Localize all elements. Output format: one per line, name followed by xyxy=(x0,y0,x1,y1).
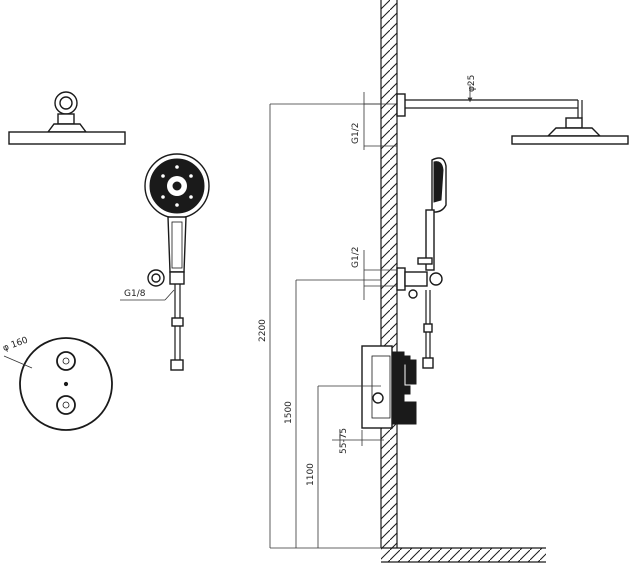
rain-shower-head-side xyxy=(511,117,629,145)
top-thread-text: G1/2 xyxy=(351,123,361,144)
recess-depth-text: 55-75 xyxy=(339,428,349,454)
wall-bracket-side xyxy=(396,267,443,299)
floor-section xyxy=(381,547,546,563)
hand-shower-front xyxy=(144,153,210,285)
concealed-valve-body xyxy=(361,345,417,429)
dim-overall-height: 2200 xyxy=(258,103,381,549)
arm-diameter-text: φ25 xyxy=(467,75,477,92)
hose-thread-label: G1/8 xyxy=(120,289,175,301)
shower-hose-side xyxy=(422,290,434,369)
dim-mixer-height: 1100 xyxy=(306,385,381,548)
wall-bracket-front xyxy=(147,269,165,287)
mixer-height-text: 1100 xyxy=(306,463,316,486)
dim-recess-depth: 55-75 xyxy=(332,428,384,454)
shower-arm xyxy=(396,93,583,118)
hand-shower-side xyxy=(417,157,447,271)
hand-shower-height-text: 1500 xyxy=(284,401,294,424)
arm-diameter-label: φ25 xyxy=(467,75,477,103)
dim-hand-shower-height: 1500 xyxy=(284,279,381,548)
shower-hose-front xyxy=(170,284,184,371)
wall-section xyxy=(380,0,398,548)
mid-inlet-marker: G1/2 xyxy=(351,247,397,300)
plate-diameter-text: φ 160 xyxy=(2,335,30,353)
overall-height-text: 2200 xyxy=(258,319,268,342)
mid-thread-text: G1/2 xyxy=(351,247,361,268)
mixer-plate-front xyxy=(19,337,113,431)
rain-shower-head-front xyxy=(8,91,126,145)
hose-thread-text: G1/8 xyxy=(124,289,146,299)
